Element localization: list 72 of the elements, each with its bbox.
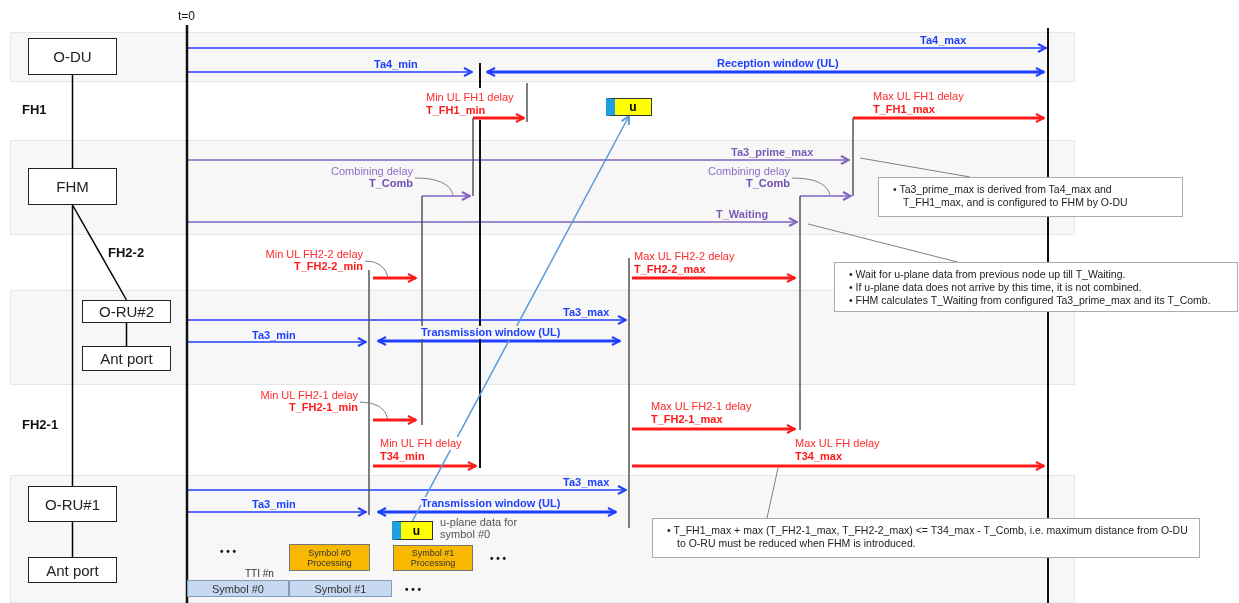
delay-symbol: T_FH2-2_max <box>634 263 706 276</box>
u-plane-block: u <box>392 521 433 540</box>
node-box: Ant port <box>82 346 171 371</box>
ellipsis: • • • <box>405 583 422 596</box>
leader-line <box>364 260 389 278</box>
note-box <box>652 518 1200 558</box>
note-bullet: • If u-plane data does not arrive by this time, it is not combined. <box>849 281 1143 294</box>
timing-label: Ta3_min <box>252 329 296 342</box>
note-bullet: • Wait for u-plane data from previous node up till T_Waiting. <box>849 268 1127 281</box>
edge-label: FH2-1 <box>22 418 59 431</box>
connector-line <box>71 521 74 558</box>
note-bullet: • T_FH1_max + max (T_FH2-1_max, T_FH2-2_max) <= T34_max - T_Comb, i.e. maximum distance from O-DU to O-RU must be reduced when FHM is introduced. <box>667 524 1189 550</box>
arrow <box>411 115 630 522</box>
node-box: FHM <box>28 168 117 205</box>
leader-line <box>807 223 958 263</box>
connector-line <box>125 322 128 347</box>
note-bullet: • Ta3_prime_max is derived from Ta4_max and T_FH1_max, and is configured to FHM by O-DU <box>893 183 1129 209</box>
delay-caption: Min UL FH2-2 delay <box>265 248 363 260</box>
timing-label: Ta3_min <box>252 498 296 511</box>
delay-symbol: T34_max <box>795 450 843 463</box>
delay-caption: Max UL FH delay <box>795 437 880 450</box>
leader-line <box>359 401 389 420</box>
delay-symbol: T_FH2-1_min <box>288 401 358 413</box>
u-plane-block: u <box>606 98 652 116</box>
node-box: O-RU#2 <box>82 300 171 323</box>
delay-caption: Min UL FH delay <box>380 437 462 450</box>
node-box: Ant port <box>28 557 117 583</box>
block-caption: u-plane data for symbol #0 <box>440 516 519 540</box>
note-box <box>878 177 1183 217</box>
delay-symbol: T34_min <box>380 450 425 463</box>
leader-line <box>791 177 831 196</box>
delay-caption: Max UL FH2-1 delay <box>651 400 752 413</box>
timing-label: Ta3_max <box>563 306 610 319</box>
leader-line <box>414 177 454 196</box>
tti-label: TTI #n <box>245 567 274 580</box>
timing-label: Ta4_min <box>374 58 418 71</box>
time-origin-label: t=0 <box>178 10 195 23</box>
delay-caption: Max UL FH2-2 delay <box>634 250 735 263</box>
leader-line <box>766 467 779 519</box>
timing-label: T_Waiting <box>716 208 769 221</box>
timing-label: Reception window (UL) <box>717 57 839 70</box>
processing-block: Symbol #0 Processing <box>289 544 370 571</box>
note-bullet: • FHM calculates T_Waiting from configured Ta3_prime_max and its T_Comb. <box>849 294 1212 307</box>
ellipsis: • • • <box>490 552 507 565</box>
symbol-cell: Symbol #1 <box>289 580 392 597</box>
note-box <box>834 262 1238 312</box>
timing-label: Transmission window (UL) <box>421 497 561 510</box>
delay-symbol: T_FH2-1_max <box>651 413 723 426</box>
delay-caption: Min UL FH2-1 delay <box>260 389 358 401</box>
connector-line <box>71 204 128 301</box>
delay-symbol: T_FH1_min <box>426 104 486 117</box>
delay-symbol: T_Comb <box>369 177 413 189</box>
connector-line <box>71 204 74 487</box>
node-box: O-RU#1 <box>28 486 117 522</box>
ellipsis: • • • <box>220 545 237 558</box>
delay-caption: Min UL FH1 delay <box>426 91 514 104</box>
connector-line <box>71 74 74 169</box>
processing-block: Symbol #1 Processing <box>393 545 473 571</box>
delay-caption: Max UL FH1 delay <box>873 90 964 103</box>
delay-symbol: T_Comb <box>746 177 790 189</box>
node-box: O-DU <box>28 38 117 75</box>
delay-caption: Combining delay <box>708 165 790 177</box>
delay-caption: Combining delay <box>331 165 413 177</box>
symbol-cell: Symbol #0 <box>187 580 289 597</box>
timing-label: Ta3_max <box>563 476 610 489</box>
timing-label: Ta4_max <box>920 34 967 47</box>
delay-symbol: T_FH1_max <box>873 103 935 116</box>
timing-label: Ta3_prime_max <box>731 146 814 159</box>
delay-symbol: T_FH2-2_min <box>293 260 363 272</box>
edge-label: FH2-2 <box>108 246 145 259</box>
timing-label: Transmission window (UL) <box>421 326 561 339</box>
edge-label: FH1 <box>22 103 47 116</box>
